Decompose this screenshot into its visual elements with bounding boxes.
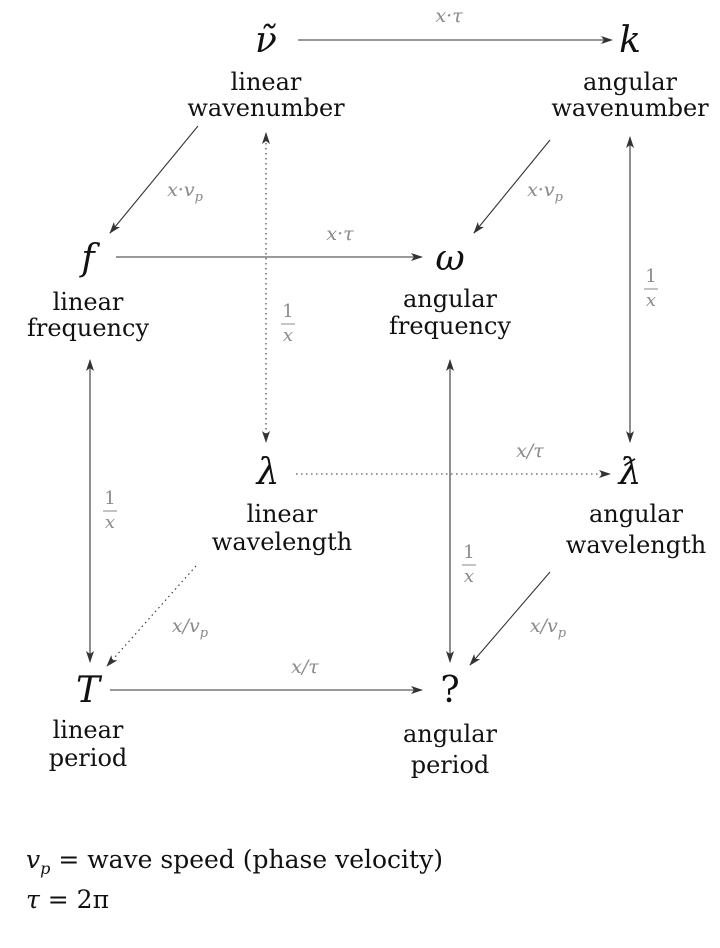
edge-label-k-to-omega-text: x·v xyxy=(527,179,555,201)
symbol-angular-wavelength: ƛ xyxy=(617,452,642,493)
subscript-p: p xyxy=(195,190,204,205)
edge-label-nu-to-k: x·τ xyxy=(435,5,463,27)
legend-tau-symbol: τ xyxy=(26,885,41,914)
edge-label-T-to-period: x/τ xyxy=(291,656,319,678)
legend-vp-subscript: p xyxy=(40,859,50,878)
arrow-lambdabar-to-period xyxy=(469,571,551,666)
frac-den: x xyxy=(105,512,115,533)
arrow-k-to-omega xyxy=(473,139,551,234)
symbol-angular-frequency: ω xyxy=(435,238,464,279)
label-linear-wavenumber-line1: linear xyxy=(231,68,302,96)
legend-phase-velocity: vp = wave speed (phase velocity) xyxy=(26,845,443,878)
node-angular-period: ? angular period xyxy=(403,670,498,779)
label-angular-wavelength-line2: wavelength xyxy=(566,531,706,559)
legend: vp = wave speed (phase velocity) τ = 2π xyxy=(26,845,443,914)
label-linear-frequency-line1: linear xyxy=(53,288,124,316)
edge-label-nu-lambda: 1 x xyxy=(281,301,295,346)
edge-label-lambdabar-to-period-text: x/v xyxy=(530,615,558,637)
edge-label-omega-period: 1 x xyxy=(462,542,476,587)
symbol-linear-wavelength: λ xyxy=(255,452,280,493)
arrow-nu-to-f xyxy=(109,125,199,234)
symbol-angular-wavenumber: k xyxy=(619,20,641,61)
label-linear-period-line1: linear xyxy=(53,716,124,744)
frac-den: x xyxy=(646,290,656,311)
label-angular-wavenumber-line2: wavenumber xyxy=(551,94,709,122)
label-linear-period-line2: period xyxy=(49,744,128,772)
label-linear-frequency-line2: frequency xyxy=(27,314,149,342)
legend-vp-symbol: v xyxy=(26,845,40,874)
legend-tau: τ = 2π xyxy=(26,885,109,914)
edge-label-k-lambdabar: 1 x xyxy=(644,266,658,311)
legend-tau-definition: = 2π xyxy=(40,885,109,914)
node-linear-wavelength: λ linear wavelength xyxy=(212,452,352,556)
label-linear-wavenumber-line2: wavenumber xyxy=(187,94,345,122)
symbol-linear-frequency: f xyxy=(78,238,100,279)
symbol-linear-period: T xyxy=(76,670,103,711)
frac-den: x xyxy=(464,566,474,587)
label-angular-period-line1: angular xyxy=(403,720,498,748)
edge-labels: x·τ x·τ x/τ x/τ x·vp x·vp x/vp x/vp 1 x … xyxy=(103,5,658,678)
edges xyxy=(86,36,634,694)
edge-label-k-to-omega: x·vp xyxy=(527,179,564,205)
symbol-angular-period: ? xyxy=(440,670,459,711)
frac-num: 1 xyxy=(104,488,115,509)
symbol-linear-wavenumber: ν̃ xyxy=(255,20,277,61)
frac-num: 1 xyxy=(282,301,293,322)
label-linear-wavelength-line2: wavelength xyxy=(212,528,352,556)
edge-label-nu-to-f: x·vp xyxy=(167,179,204,205)
node-angular-wavelength: ƛ angular wavelength xyxy=(566,452,706,559)
node-linear-period: T linear period xyxy=(49,670,128,772)
subscript-p: p xyxy=(200,626,209,641)
node-angular-frequency: ω angular frequency xyxy=(389,238,511,340)
edge-label-f-to-omega: x·τ xyxy=(326,223,354,245)
edge-label-f-T: 1 x xyxy=(103,488,117,533)
frac-den: x xyxy=(283,325,293,346)
edge-label-nu-to-f-text: x·v xyxy=(167,179,195,201)
subscript-p: p xyxy=(558,626,567,641)
legend-vp-definition: = wave speed (phase velocity) xyxy=(50,845,443,874)
edge-label-lambdabar-to-period: x/vp xyxy=(530,615,567,641)
node-angular-wavenumber: k angular wavenumber xyxy=(551,20,709,122)
node-linear-wavenumber: ν̃ linear wavenumber xyxy=(187,20,345,122)
edge-label-lambda-to-T-text: x/v xyxy=(172,615,200,637)
label-angular-wavelength-line1: angular xyxy=(589,500,684,528)
label-angular-wavenumber-line1: angular xyxy=(583,68,678,96)
label-angular-period-line2: period xyxy=(411,751,490,779)
label-angular-frequency-line1: angular xyxy=(403,285,498,313)
frac-num: 1 xyxy=(463,542,474,563)
label-linear-wavelength-line1: linear xyxy=(247,500,318,528)
edge-label-lambda-to-lambdabar: x/τ xyxy=(516,440,544,462)
subscript-p: p xyxy=(555,190,564,205)
label-angular-frequency-line2: frequency xyxy=(389,312,511,340)
edge-label-lambda-to-T: x/vp xyxy=(172,615,209,641)
frac-num: 1 xyxy=(645,266,656,287)
node-linear-frequency: f linear frequency xyxy=(27,238,149,342)
